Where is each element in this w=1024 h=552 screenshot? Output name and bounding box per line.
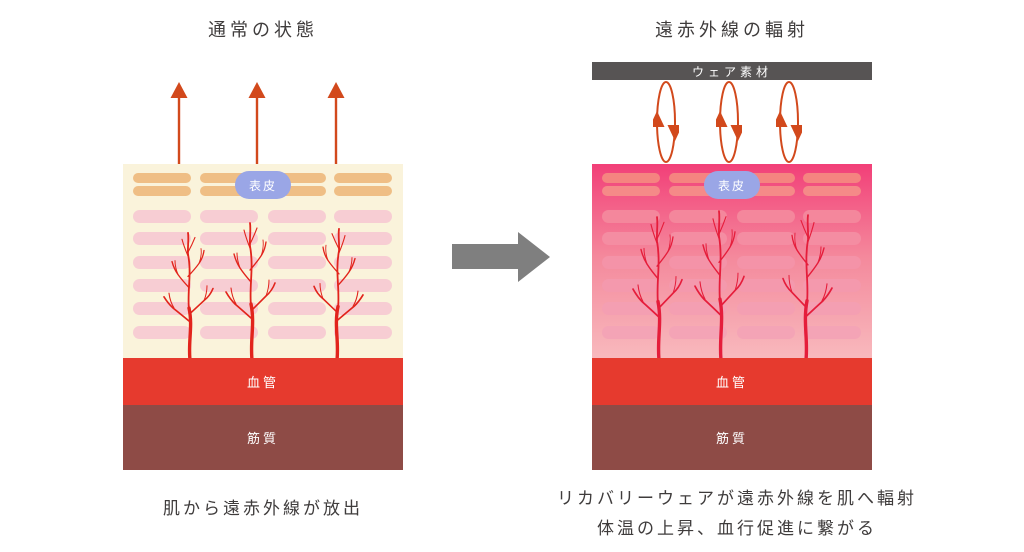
skin-diagram-infrared: 表皮 血管 筋質 <box>592 164 872 470</box>
wear-material-bar: ウェア素材 <box>592 62 872 80</box>
radiation-up-arrow-icon <box>170 82 188 164</box>
tissue-pill <box>268 186 326 196</box>
tissue-pill <box>133 326 191 339</box>
epidermis-badge: 表皮 <box>704 171 760 199</box>
blood-vessel-tree-icon <box>631 215 684 358</box>
left-caption: 肌から遠赤外線が放出 <box>163 499 363 519</box>
tissue-pill <box>268 256 326 269</box>
right-caption-line2: 体温の上昇、血行促進に繋がる <box>597 519 877 539</box>
blood-vessel-tree-icon <box>781 213 834 358</box>
blood-vessel-label: 血管 <box>715 376 748 391</box>
tissue-pill <box>803 232 861 245</box>
tissue-pill <box>268 302 326 315</box>
tissue-pill <box>133 173 191 183</box>
blood-vessel-tree-icon <box>312 227 365 358</box>
tissue-pill <box>334 256 392 269</box>
tissue-pill <box>268 210 326 223</box>
radiation-up-arrow-icon <box>327 82 345 164</box>
muscle-label: 筋質 <box>246 432 279 447</box>
tissue-pill <box>602 186 660 196</box>
tissue-pill <box>803 279 861 292</box>
right-caption-line1: リカバリーウェアが遠赤外線を肌へ輻射 <box>557 489 917 509</box>
tissue-pill <box>268 279 326 292</box>
transform-right-arrow-icon <box>452 232 550 282</box>
tissue-pill <box>602 210 660 223</box>
right-caption: リカバリーウェアが遠赤外線を肌へ輻射 体温の上昇、血行促進に繋がる <box>557 484 917 544</box>
tissue-pill <box>334 232 392 245</box>
tissue-pill <box>200 232 258 245</box>
blood-vessel-label: 血管 <box>246 376 279 391</box>
tissue-pill <box>268 232 326 245</box>
tissue-pill <box>334 279 392 292</box>
tissue-pill <box>334 186 392 196</box>
tissue-pill <box>669 232 727 245</box>
tissue-pill <box>334 210 392 223</box>
tissue-pill <box>133 256 191 269</box>
tissue-pill <box>737 173 795 183</box>
tissue-pill <box>803 186 861 196</box>
tissue-pill <box>669 302 727 315</box>
blood-vessel-band: 血管 <box>123 358 403 405</box>
tissue-pill <box>669 210 727 223</box>
wear-material-label: ウェア素材 <box>691 64 772 79</box>
tissue-pill <box>133 279 191 292</box>
tissue-pill <box>602 326 660 339</box>
tissue-pill <box>268 173 326 183</box>
skin-diagram-normal: 表皮 血管 筋質 <box>123 164 403 470</box>
tissue-pill <box>200 256 258 269</box>
blood-vessel-tree-icon <box>224 221 277 358</box>
tissue-pill <box>334 326 392 339</box>
circulation-arrows-icon <box>653 81 679 163</box>
circulation-arrows-icon <box>716 81 742 163</box>
tissue-pill <box>200 326 258 339</box>
tissue-pill <box>268 326 326 339</box>
blood-vessel-band: 血管 <box>592 358 872 405</box>
tissue-pill <box>133 232 191 245</box>
circulation-arrows-icon <box>776 81 802 163</box>
blood-vessel-tree-icon <box>693 209 746 358</box>
tissue-pill <box>602 173 660 183</box>
tissue-pill <box>737 279 795 292</box>
tissue-pill <box>737 326 795 339</box>
tissue-pill <box>133 186 191 196</box>
tissue-pill <box>200 210 258 223</box>
tissue-pill <box>737 256 795 269</box>
tissue-pill <box>669 326 727 339</box>
dermis-layer: 表皮 <box>123 164 403 358</box>
tissue-pill <box>602 279 660 292</box>
tissue-pill <box>803 326 861 339</box>
right-panel-title: 遠赤外線の輻射 <box>655 20 809 41</box>
muscle-label: 筋質 <box>715 432 748 447</box>
tissue-pill <box>133 210 191 223</box>
tissue-pill <box>669 279 727 292</box>
tissue-pill <box>737 302 795 315</box>
muscle-band: 筋質 <box>123 405 403 470</box>
tissue-pill <box>200 186 258 196</box>
tissue-pill <box>737 232 795 245</box>
muscle-band: 筋質 <box>592 405 872 470</box>
tissue-pill <box>803 173 861 183</box>
blood-vessel-tree-icon <box>162 231 215 358</box>
tissue-pill <box>737 210 795 223</box>
tissue-pill <box>200 173 258 183</box>
radiation-up-arrow-icon <box>248 82 266 164</box>
epidermis-label: 表皮 <box>248 178 277 193</box>
tissue-pill <box>669 186 727 196</box>
tissue-pill <box>669 173 727 183</box>
tissue-pill <box>803 210 861 223</box>
tissue-pill <box>803 256 861 269</box>
left-panel-title: 通常の状態 <box>208 20 318 41</box>
dermis-layer: 表皮 <box>592 164 872 358</box>
tissue-pill <box>334 173 392 183</box>
epidermis-badge: 表皮 <box>235 171 291 199</box>
epidermis-label: 表皮 <box>717 178 746 193</box>
tissue-pill <box>200 279 258 292</box>
tissue-pill <box>602 232 660 245</box>
tissue-pill <box>737 186 795 196</box>
